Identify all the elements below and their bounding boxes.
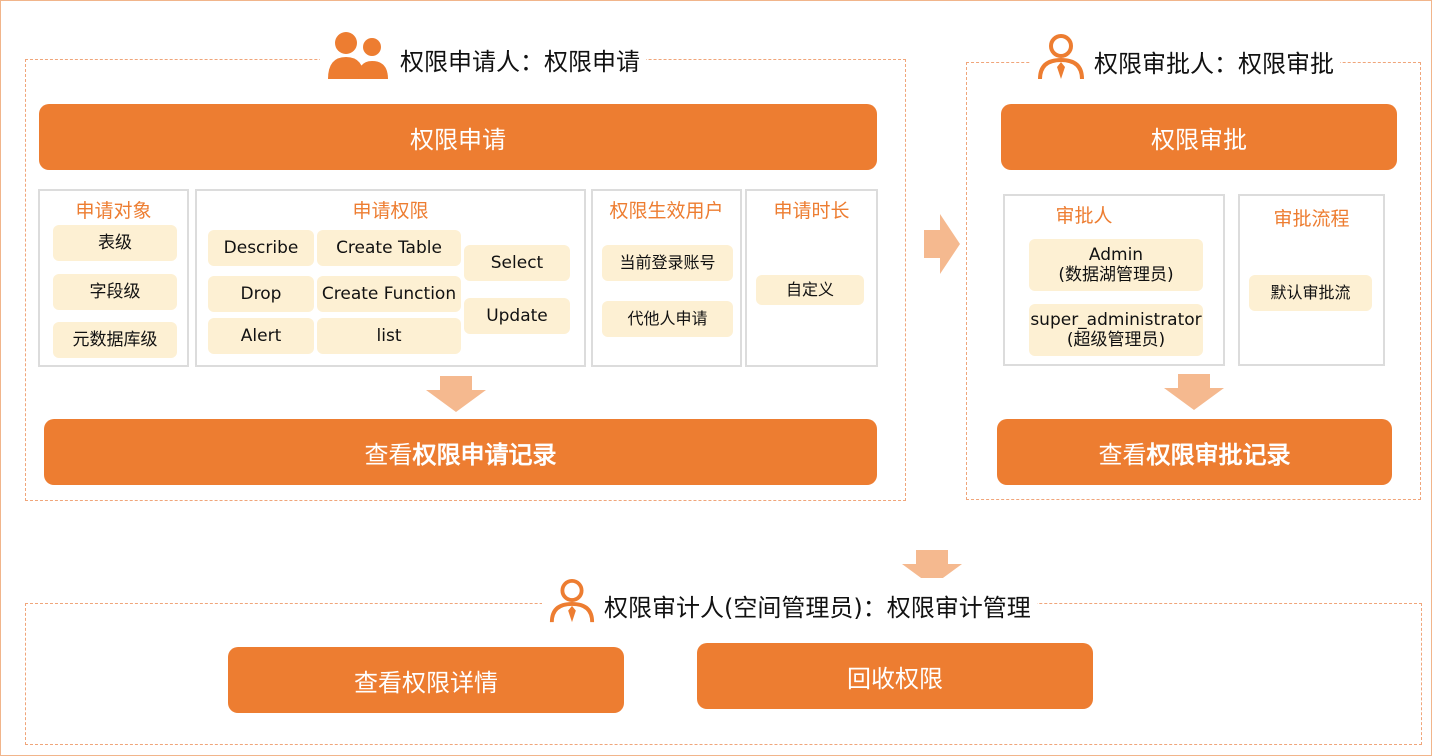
user-tie-icon — [1036, 33, 1086, 89]
apply-permission-box: 申请权限 Describe Create Table Drop Create F… — [195, 189, 586, 367]
view-permission-details-button[interactable]: 查看权限详情 — [228, 647, 624, 713]
duration-title: 申请时长 — [773, 200, 850, 222]
apply-record-bold: 权限申请记录 — [412, 440, 557, 469]
effective-user-box: 权限生效用户 当前登录账号 代他人申请 — [591, 189, 742, 367]
view-approval-record-button[interactable]: 查看权限审批记录 — [997, 419, 1392, 485]
permission-alert[interactable]: Alert — [208, 318, 314, 354]
auditor-title-text: 权限审计人(空间管理员)：权限审计管理 — [604, 593, 1031, 622]
applicant-section-title: 权限申请人：权限申请 — [320, 32, 646, 86]
apply-object-box: 申请对象 表级 字段级 元数据库级 — [38, 189, 189, 367]
duration-option-custom[interactable]: 自定义 — [756, 275, 864, 305]
auditor-section-title: 权限审计人(空间管理员)：权限审计管理 — [542, 578, 1037, 632]
apply-permission-button[interactable]: 权限申请 — [39, 104, 877, 170]
approver-title-text: 权限审批人：权限审批 — [1094, 49, 1334, 78]
approval-record-bold: 权限审批记录 — [1146, 440, 1291, 469]
approver-super-admin[interactable]: super_administrator (超级管理员) — [1029, 304, 1203, 356]
object-option-metadb[interactable]: 元数据库级 — [53, 322, 177, 358]
right-arrow-icon — [924, 214, 960, 274]
approver-section-title: 权限审批人：权限审批 — [1030, 34, 1340, 88]
user-option-current[interactable]: 当前登录账号 — [602, 245, 733, 281]
approver-admin-name: Admin — [1088, 244, 1144, 265]
flow-option-default[interactable]: 默认审批流 — [1249, 275, 1372, 311]
approver-admin-role: (数据湖管理员) — [1058, 265, 1174, 285]
object-option-table[interactable]: 表级 — [53, 225, 177, 261]
duration-box: 申请时长 自定义 — [745, 189, 878, 367]
apply-object-title: 申请对象 — [75, 200, 152, 222]
user-tie-icon — [548, 578, 596, 632]
down-arrow-icon — [426, 376, 486, 412]
permission-update[interactable]: Update — [464, 298, 570, 334]
approval-flow-title: 审批流程 — [1273, 208, 1350, 230]
permission-list[interactable]: list — [317, 318, 461, 354]
permission-describe[interactable]: Describe — [208, 230, 314, 266]
permission-drop[interactable]: Drop — [208, 276, 314, 312]
apply-permission-title: 申请权限 — [352, 200, 429, 222]
approval-flow-box: 审批流程 默认审批流 — [1238, 194, 1385, 366]
approve-permission-button[interactable]: 权限审批 — [1001, 104, 1397, 170]
view-apply-record-button[interactable]: 查看权限申请记录 — [44, 419, 877, 485]
approver-super-admin-name: super_administrator — [1030, 309, 1202, 330]
permission-select[interactable]: Select — [464, 245, 570, 281]
apply-record-prefix: 查看 — [364, 440, 413, 469]
effective-user-title: 权限生效用户 — [609, 200, 724, 222]
object-option-field[interactable]: 字段级 — [53, 274, 177, 310]
approval-record-prefix: 查看 — [1098, 440, 1147, 469]
user-option-on-behalf[interactable]: 代他人申请 — [602, 301, 733, 337]
approvers-title: 审批人 — [1055, 205, 1113, 227]
permission-create-table[interactable]: Create Table — [317, 230, 461, 266]
users-icon — [326, 31, 392, 87]
permission-create-function[interactable]: Create Function — [317, 276, 461, 312]
applicant-title-text: 权限申请人：权限申请 — [400, 47, 640, 76]
approvers-box: 审批人 Admin (数据湖管理员) super_administrator (… — [1003, 194, 1225, 366]
revoke-permission-button[interactable]: 回收权限 — [697, 643, 1093, 709]
approver-admin[interactable]: Admin (数据湖管理员) — [1029, 239, 1203, 291]
approver-super-admin-role: (超级管理员) — [1066, 330, 1166, 350]
down-arrow-icon — [902, 550, 962, 586]
down-arrow-icon — [1164, 374, 1224, 410]
